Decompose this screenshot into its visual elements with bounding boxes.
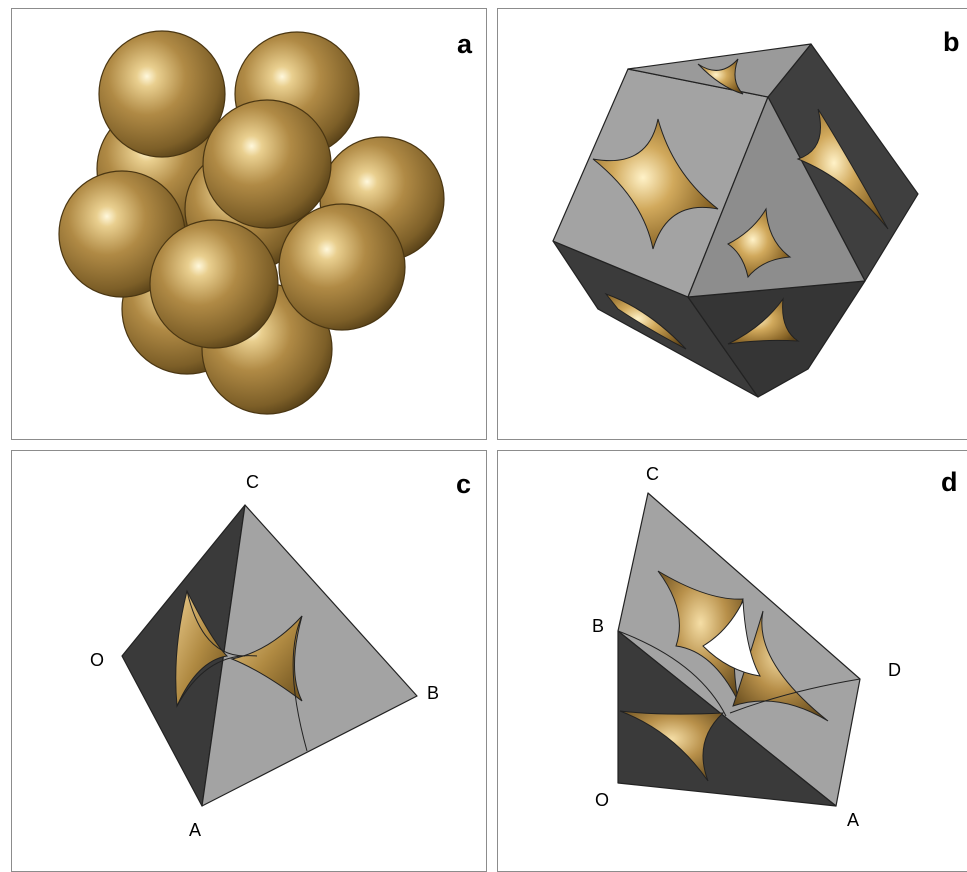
wedge-illustration — [617, 492, 861, 807]
sphere — [98, 30, 226, 158]
panel-label-b: b — [943, 27, 960, 57]
void — [727, 297, 800, 345]
void — [604, 292, 687, 350]
dodecahedron-illustration — [552, 43, 919, 398]
void — [175, 589, 229, 708]
vertex-label-c: C — [646, 464, 659, 484]
void-opening — [702, 599, 761, 677]
dark-face — [617, 630, 837, 807]
vertex-label-b: B — [427, 683, 440, 703]
void — [592, 118, 719, 250]
vertex-label-d: D — [888, 660, 901, 680]
panel-d: d C B D O A — [497, 450, 967, 872]
vertex-label-b: B — [592, 616, 605, 636]
tetrahedron-illustration — [121, 504, 418, 807]
panel-label-d: d — [941, 467, 958, 497]
void — [796, 108, 889, 230]
vertex-label-o: O — [595, 790, 610, 810]
vertex-label-a: A — [847, 810, 860, 830]
sphere-cluster-illustration — [58, 30, 445, 415]
panel-b: b — [497, 8, 967, 440]
void — [727, 207, 792, 279]
vertex-label-a: A — [189, 820, 202, 840]
panel-c: c C O B A — [11, 450, 487, 872]
sphere — [202, 99, 332, 229]
vertex-label-o: O — [90, 650, 105, 670]
sphere — [278, 203, 406, 331]
panel-label-a: a — [457, 29, 473, 59]
void — [619, 710, 725, 782]
panel-a: a — [11, 8, 487, 440]
panel-label-c: c — [456, 469, 472, 499]
sphere — [149, 219, 279, 349]
vertex-label-c: C — [246, 472, 259, 492]
void — [697, 58, 744, 95]
void — [230, 615, 303, 702]
